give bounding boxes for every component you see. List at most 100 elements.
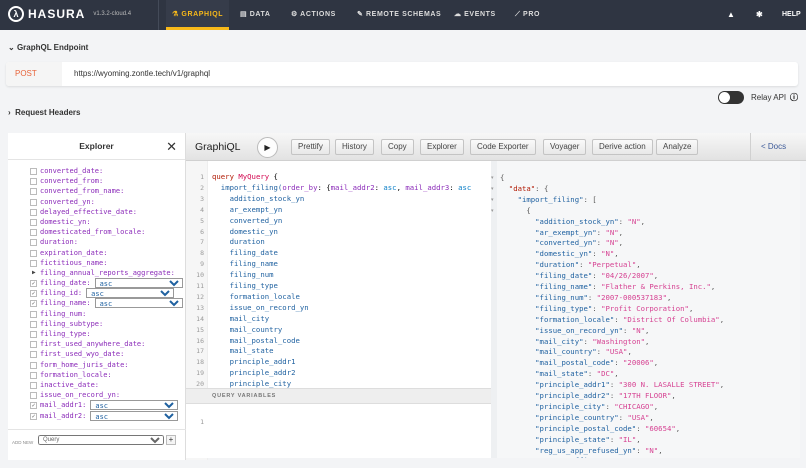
code-token: , <box>636 260 641 270</box>
request-headers-toggle[interactable]: › Request Headers <box>8 108 80 117</box>
field-name: filing_name: <box>40 299 91 308</box>
explorer-field[interactable]: issue_on_record_yn: <box>8 390 186 400</box>
tab-pro[interactable]: ⟋ PRO <box>515 0 540 30</box>
code-token <box>212 336 230 345</box>
checkbox[interactable]: ✓ <box>30 300 37 308</box>
explorer-field[interactable]: ✓mail_addr1:asc <box>8 400 186 411</box>
checkbox[interactable] <box>30 178 37 186</box>
derive-action-button[interactable]: Derive action <box>592 139 653 155</box>
fold-arrow-icon[interactable]: ▾ <box>491 196 494 203</box>
checkbox[interactable]: ✓ <box>30 280 37 288</box>
fold-arrow-icon[interactable]: ▾ <box>491 175 494 181</box>
warning-icon[interactable]: ▲ <box>727 10 735 19</box>
explorer-field[interactable]: ✓filing_name:asc <box>8 298 186 309</box>
prettify-button[interactable]: Prettify <box>291 139 330 155</box>
code-token: "ar_exempt_yn" <box>535 227 597 237</box>
operation-type-select[interactable]: Query <box>38 435 164 445</box>
fold-arrow-icon[interactable]: ▾ <box>491 185 494 192</box>
explorer-field[interactable]: filing_num: <box>8 309 186 319</box>
checkbox[interactable] <box>30 188 37 196</box>
relay-api-toggle[interactable] <box>718 91 744 104</box>
explorer-field[interactable]: expiration_date: <box>8 248 186 258</box>
explorer-field[interactable]: filing_subtype: <box>8 319 186 329</box>
explorer-field[interactable]: ▶filing_annual_reports_aggregate: <box>8 268 186 278</box>
graphql-endpoint-toggle[interactable]: ⌄ GraphQL Endpoint <box>8 43 88 52</box>
explorer-field[interactable]: fictitious_name: <box>8 258 186 268</box>
copy-button[interactable]: Copy <box>381 139 414 155</box>
hasura-logo[interactable]: λ HASURA v1.3.2-cloud.4 <box>8 6 131 22</box>
checkbox[interactable] <box>30 259 37 267</box>
gear-icon[interactable]: ✱ <box>756 10 763 19</box>
tab-data[interactable]: ▤ DATA <box>240 0 271 30</box>
explorer-field[interactable]: formation_locale: <box>8 370 186 380</box>
checkbox[interactable] <box>30 392 37 400</box>
explorer-field[interactable]: converted_yn: <box>8 197 186 207</box>
explorer-field[interactable]: ✓mail_addr2:asc <box>8 410 186 421</box>
explorer-button[interactable]: Explorer <box>420 139 464 155</box>
code-exporter-button[interactable]: Code Exporter <box>470 139 536 155</box>
checkbox[interactable] <box>30 218 37 226</box>
add-operation-button[interactable]: + <box>166 435 176 445</box>
explorer-field-list[interactable]: converted_date:converted_from:converted_… <box>8 166 186 421</box>
checkbox[interactable] <box>30 331 37 338</box>
tab-events[interactable]: ☁ EVENTS <box>454 0 496 30</box>
order-select[interactable]: asc <box>86 288 175 299</box>
history-button[interactable]: History <box>335 139 374 155</box>
expand-arrow-icon[interactable]: ▶ <box>32 268 36 276</box>
help-button[interactable]: HELP <box>782 11 801 18</box>
checkbox[interactable] <box>30 361 37 369</box>
explorer-field[interactable]: first_used_wyo_date: <box>8 349 186 359</box>
checkbox[interactable]: ✓ <box>30 402 37 410</box>
explorer-field[interactable]: first_used_anywhere_date: <box>8 339 186 349</box>
explorer-panel: Explorer ✕ converted_date:converted_from… <box>8 133 186 460</box>
tab-remote-schemas[interactable]: ✎ REMOTE SCHEMAS <box>357 0 441 30</box>
query-variables-editor[interactable]: 1 <box>186 404 491 458</box>
tab-graphiql[interactable]: ⚗ GRAPHIQL <box>166 0 230 30</box>
checkbox[interactable] <box>30 249 37 257</box>
info-icon[interactable]: ⓘ <box>790 93 798 102</box>
checkbox[interactable] <box>30 341 37 349</box>
explorer-field[interactable]: domesticated_from_locale: <box>8 227 186 237</box>
checkbox[interactable] <box>30 381 37 389</box>
checkbox[interactable] <box>30 229 37 237</box>
query-variables-header[interactable]: QUERY VARIABLES <box>186 388 491 404</box>
run-query-button[interactable]: ▶ <box>257 137 278 158</box>
explorer-field[interactable]: form_home_juris_date: <box>8 360 186 370</box>
explorer-field[interactable]: filing_type: <box>8 329 186 339</box>
checkbox[interactable] <box>30 239 37 247</box>
explorer-field[interactable]: converted_from: <box>8 176 186 186</box>
order-select[interactable]: asc <box>94 298 183 309</box>
checkbox[interactable] <box>30 320 37 328</box>
explorer-field[interactable]: domestic_yn: <box>8 217 186 227</box>
checkbox[interactable]: ✓ <box>30 412 37 420</box>
explorer-field[interactable]: inactive_date: <box>8 380 186 390</box>
checkbox[interactable] <box>30 208 37 216</box>
voyager-button[interactable]: Voyager <box>543 139 587 155</box>
checkbox[interactable] <box>30 351 37 359</box>
field-name: filing_subtype: <box>40 319 104 328</box>
explorer-field[interactable]: delayed_effective_date: <box>8 207 186 217</box>
code-token: principle_addr1 <box>229 357 296 367</box>
endpoint-url-input[interactable]: https://wyoming.zontle.tech/v1/graphql <box>74 69 211 78</box>
explorer-field[interactable]: ✓filing_id:asc <box>8 288 186 299</box>
order-select[interactable]: asc <box>94 278 183 289</box>
analyze-button[interactable]: Analyze <box>656 139 699 155</box>
checkbox[interactable] <box>30 198 37 206</box>
explorer-field[interactable]: ✓filing_date:asc <box>8 278 186 289</box>
checkbox[interactable] <box>30 168 37 175</box>
explorer-field[interactable]: converted_from_name: <box>8 186 186 196</box>
actions-icon: ⚙ <box>291 11 301 18</box>
explorer-field[interactable]: converted_date: <box>8 166 186 176</box>
docs-button[interactable]: < Docs <box>750 133 806 161</box>
checkbox[interactable] <box>30 310 37 318</box>
checkbox[interactable]: ✓ <box>30 290 37 298</box>
order-select[interactable]: asc <box>90 410 179 421</box>
fold-arrow-icon[interactable]: ▾ <box>491 207 494 214</box>
explorer-field[interactable]: duration: <box>8 237 186 247</box>
close-icon[interactable]: ✕ <box>166 139 177 154</box>
tab-actions[interactable]: ⚙ ACTIONS <box>291 0 336 30</box>
checkbox[interactable] <box>30 371 37 379</box>
explorer-title: Explorer <box>8 133 185 160</box>
order-select[interactable]: asc <box>90 400 179 411</box>
